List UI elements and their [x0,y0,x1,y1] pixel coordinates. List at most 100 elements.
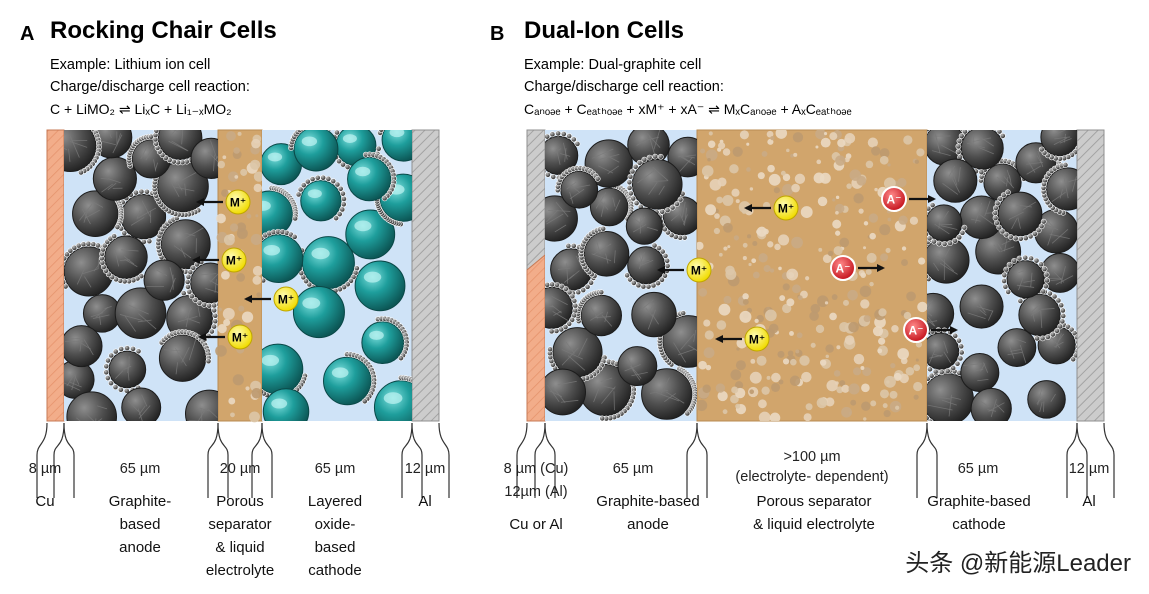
graphite-particle [143,259,185,301]
intercalated-ion-dot [594,175,601,182]
intercalated-ion-dot [420,123,425,128]
intercalated-ion-dot [570,243,577,249]
intercalated-ion-dot [932,421,937,426]
graphite-particle [66,391,117,421]
intercalated-ion-dot [304,178,311,185]
intercalated-ion-dot [1044,277,1050,284]
intercalated-ion-dot [982,122,987,127]
intercalated-ion-dot [645,283,652,290]
intercalated-ion-dot [1075,122,1080,127]
intercalated-ion-dot [118,346,125,352]
intercalated-ion-dot [390,115,395,120]
intercalated-ion-dot [553,328,560,334]
watermark: 头条 @新能源Leader [905,550,1131,577]
intercalated-ion-dot [361,398,368,405]
intercalated-ion-dot [927,415,930,421]
anode-thickness: 65 µm [613,461,654,477]
intercalated-ion-dot [957,355,964,362]
intercalated-ion-dot [382,122,387,127]
intercalated-ion-dot [1051,293,1058,300]
graphite-particle [190,137,218,179]
cathode-label-line: based [315,539,356,556]
intercalated-ion-dot [999,133,1006,139]
intercalated-ion-dot [187,269,194,276]
intercalated-ion-dot [955,143,962,150]
graphite-particle [151,160,209,218]
graphite-particle [152,130,203,166]
intercalated-ion-dot [1041,266,1048,272]
intercalated-ion-dot [633,200,640,206]
graphite-particle [624,242,671,290]
panel-b-cell: M⁺ M⁺ M⁺ A⁻ A⁻ [526,118,1105,426]
cation-2: M⁺ [657,257,712,283]
intercalated-ion-dot [1038,261,1045,268]
graphite-anode-particles [545,130,697,421]
cation-transport: M⁺ M⁺ M⁺ M⁺ [192,189,299,350]
intercalated-ion-dot [67,247,74,254]
separator-label-line: Porous [216,493,264,510]
intercalated-ion-dot [978,169,985,176]
intercalated-ion-dot [572,302,579,309]
intercalated-ion-dot [1001,272,1008,279]
intercalated-ion-dot [123,387,130,394]
intercalated-ion-dot [555,130,562,137]
graphite-particle [184,259,218,309]
intercalated-ion-dot [310,122,315,127]
intercalated-ion-dot [1017,298,1024,304]
intercalated-ion-dot [262,277,267,284]
intercalated-ion-dot [340,161,346,168]
intercalated-ion-dot [992,210,999,216]
intercalated-ion-dot [545,171,551,178]
intercalated-ion-dot [212,318,218,325]
cu-or-al-collector-bottom [526,253,546,422]
intercalated-ion-dot [196,299,203,306]
separator-label-line: separator [208,516,271,533]
graphite-particle [545,195,578,242]
intercalated-ion-dot [77,116,82,121]
intercalated-ion-dot [641,156,648,163]
intercalated-ion-dot [657,153,664,160]
intercalated-ion-dot [393,114,398,119]
anion-icon [881,186,907,212]
separator-label-line: & liquid [215,539,264,556]
intercalated-ion-dot [1075,339,1077,345]
anode-thickness: 65 µm [120,461,161,477]
intercalated-ion-dot [211,307,218,314]
intercalated-ion-dot [105,357,111,364]
intercalated-ion-dot [955,122,960,127]
intercalated-ion-dot [1059,307,1066,314]
aluminum-current-collector [411,129,440,422]
intercalated-ion-dot [664,257,671,264]
anode-label-line: anode [119,539,161,556]
cation-2: M⁺ [192,247,247,273]
cation-icon [744,326,770,352]
intercalated-ion-dot [941,118,946,123]
graphite-particle [578,225,630,279]
intercalated-ion-dot [549,281,556,288]
intercalated-ion-dot [133,189,139,196]
intercalated-ion-dot [80,241,87,248]
intercalated-ion-dot [413,116,418,121]
intercalated-ion-dot [103,369,110,376]
oxide-particle [262,388,310,421]
intercalated-ion-dot [996,224,1003,231]
intercalated-ion-dot [112,348,119,355]
intercalated-ion-dot [948,119,953,124]
intercalated-ion-dot [207,438,212,443]
graphite-particle [1001,254,1050,299]
intercalated-ion-dot [545,133,551,140]
intercalated-ion-dot [961,224,968,231]
intercalated-ion-dot [138,188,145,195]
intercalated-ion-dot [977,122,982,127]
graphite-particle [1038,122,1080,162]
intercalated-ion-dot [599,415,606,421]
intercalated-ion-dot [231,421,236,426]
cathode-label-line: cathode [308,562,361,579]
oxide-particle [377,114,425,162]
panel-b-brackets [516,422,1115,498]
intercalated-ion-dot [550,173,557,180]
intercalated-ion-dot [927,363,929,368]
intercalated-ion-dot [927,124,932,129]
intercalated-ion-dot [650,282,657,289]
intercalated-ion-dot [549,131,556,138]
